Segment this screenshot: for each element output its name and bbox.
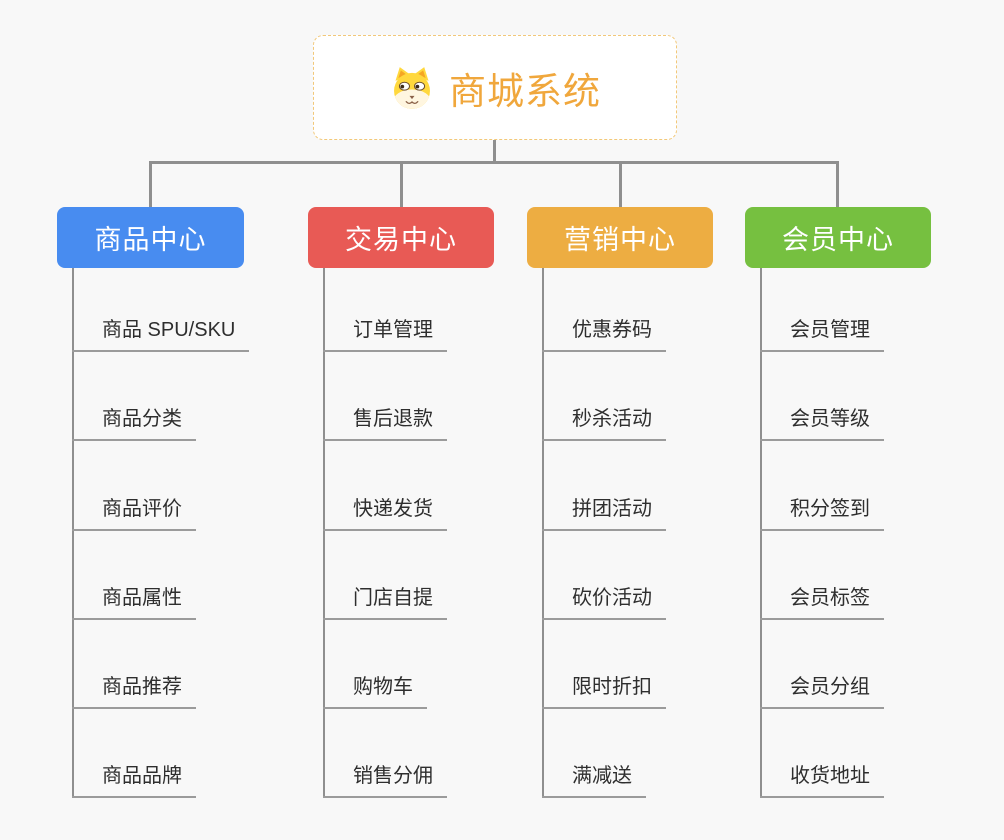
leaf-node[interactable]: 优惠券码 <box>542 317 666 352</box>
leaf-node[interactable]: 门店自提 <box>323 585 447 620</box>
root-title: 商城系统 <box>449 70 601 112</box>
leaf-node[interactable]: 快递发货 <box>323 496 447 531</box>
connector-column-product <box>72 266 74 798</box>
leaf-node[interactable]: 秒杀活动 <box>542 406 666 441</box>
connector-root-stub <box>493 140 496 162</box>
dog-face-icon <box>394 66 430 109</box>
leaf-node[interactable]: 拼团活动 <box>542 496 666 531</box>
leaf-node[interactable]: 限时折扣 <box>542 674 666 709</box>
branch-node-marketing[interactable]: 营销中心 <box>527 207 713 268</box>
branch-node-member[interactable]: 会员中心 <box>745 207 931 268</box>
connector-column-trade <box>323 266 325 798</box>
leaf-node[interactable]: 会员分组 <box>760 674 884 709</box>
leaf-node[interactable]: 商品评价 <box>72 496 196 531</box>
leaf-node[interactable]: 商品 SPU/SKU <box>72 317 250 352</box>
root-node[interactable]: 商城系统 <box>313 35 677 140</box>
leaf-node[interactable]: 商品分类 <box>72 406 196 441</box>
branch-node-trade[interactable]: 交易中心 <box>308 207 494 268</box>
connector-drop-marketing <box>619 161 622 208</box>
leaf-node[interactable]: 收货地址 <box>760 763 884 798</box>
leaf-node[interactable]: 商品品牌 <box>72 763 196 798</box>
leaf-node[interactable]: 会员管理 <box>760 317 884 352</box>
leaf-node[interactable]: 满减送 <box>542 763 646 798</box>
connector-column-member <box>760 266 762 798</box>
connector-drop-product <box>149 161 152 208</box>
connector-bus <box>149 161 839 164</box>
leaf-node[interactable]: 会员等级 <box>760 406 884 441</box>
connector-drop-member <box>836 161 839 208</box>
leaf-node[interactable]: 购物车 <box>323 674 427 709</box>
connector-drop-trade <box>400 161 403 208</box>
leaf-node[interactable]: 商品属性 <box>72 585 196 620</box>
branch-node-product[interactable]: 商品中心 <box>57 207 244 268</box>
connector-column-marketing <box>542 266 544 798</box>
leaf-node[interactable]: 积分签到 <box>760 496 884 531</box>
leaf-node[interactable]: 售后退款 <box>323 406 447 441</box>
leaf-node[interactable]: 订单管理 <box>323 317 447 352</box>
leaf-node[interactable]: 会员标签 <box>760 585 884 620</box>
leaf-node[interactable]: 销售分佣 <box>323 763 447 798</box>
leaf-node[interactable]: 砍价活动 <box>542 585 666 620</box>
leaf-node[interactable]: 商品推荐 <box>72 674 196 709</box>
